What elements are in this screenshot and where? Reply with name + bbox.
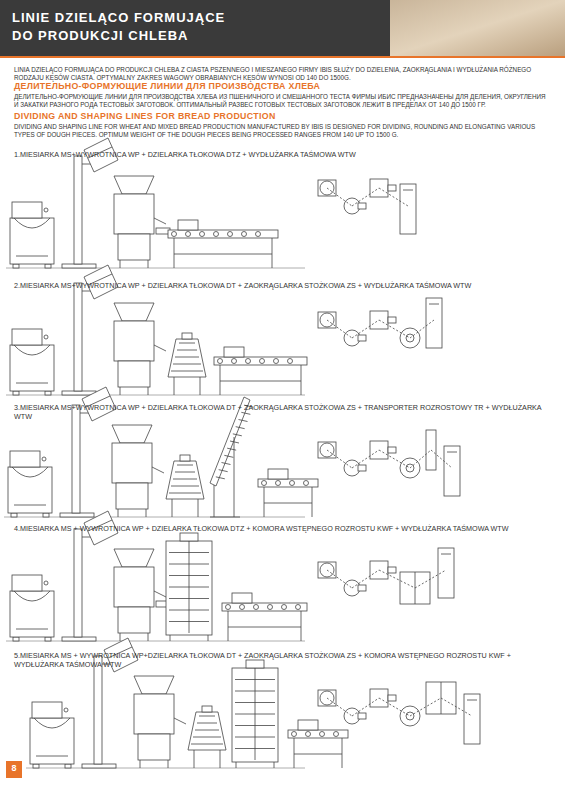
mixer-ms [30,702,74,768]
page-title: LINIE DZIELĄCO FORMUJĄCE DO PRODUKCJI CH… [12,9,247,44]
top-view-plan [318,179,416,234]
line-caption: 5.MIESIARKA MS + WYWROTNICA WP+DZIELARKA… [14,651,554,669]
proofer-kwf [232,660,278,768]
top-view-plan [318,682,480,744]
rounder-zs [168,333,206,395]
elongator-wtw [168,220,278,268]
intro-text-ru: ДЕЛИТЕЛЬНО-ФОРМУЮЩИЕ ЛИНИИ ДЛЯ ПРОИЗВОДС… [14,93,549,109]
divider-dtz [114,176,170,268]
divider-dt [112,425,164,517]
page-number-box [6,761,22,778]
elongator-wtw [214,347,307,395]
line-caption: 3.MIESIARKA MS+WYWROTNICA WP + DZIELARKA… [14,403,554,421]
rounder-zs [166,455,204,517]
elongator-wtw [222,593,307,641]
heading-ru: ДЕЛИТЕЛЬНО-ФОРМУЮЩИЕ ЛИНИИ ДЛЯ ПРОИЗВОДС… [14,81,549,92]
mixer-ms [10,329,54,395]
line-caption: 2.MIESIARKA MS+WYWROTNICA WP + DZIELARKA… [14,281,554,290]
top-view-plan [318,548,454,604]
mixer-ms [10,575,54,641]
divider-dt [134,676,186,768]
mixer-ms [8,451,52,517]
divider-dtz [114,549,170,641]
transporter-tr [210,397,253,517]
page-number: 8 [6,763,22,774]
intro-text-pl: LINIA DZIELĄCO FORMUJĄCA DO PRODUKCJI CH… [14,66,549,82]
proofer-kwf [166,533,212,641]
heading-en: DIVIDING AND SHAPING LINES FOR BREAD PRO… [14,111,549,122]
header-band [0,0,565,56]
line-caption: 4.MIESIARKA MS + WYWROTNICA WP + DZIELAR… [14,524,554,533]
divider-dt [114,303,166,395]
top-view-plan [318,430,460,496]
top-view-plan [318,298,442,348]
intro-text-en: DIVIDING AND SHAPING LINE FOR WHEAT AND … [14,123,549,139]
header-photo [390,0,565,56]
mixer-ms [10,202,54,268]
header-rule [0,56,565,58]
elongator-wtw [288,720,348,768]
elongator-wtw [258,469,318,517]
rounder-zs [188,706,226,768]
line-caption: 1.MIESIARKA MS+WYWROTNICA WP + DZIELARKA… [14,150,554,159]
